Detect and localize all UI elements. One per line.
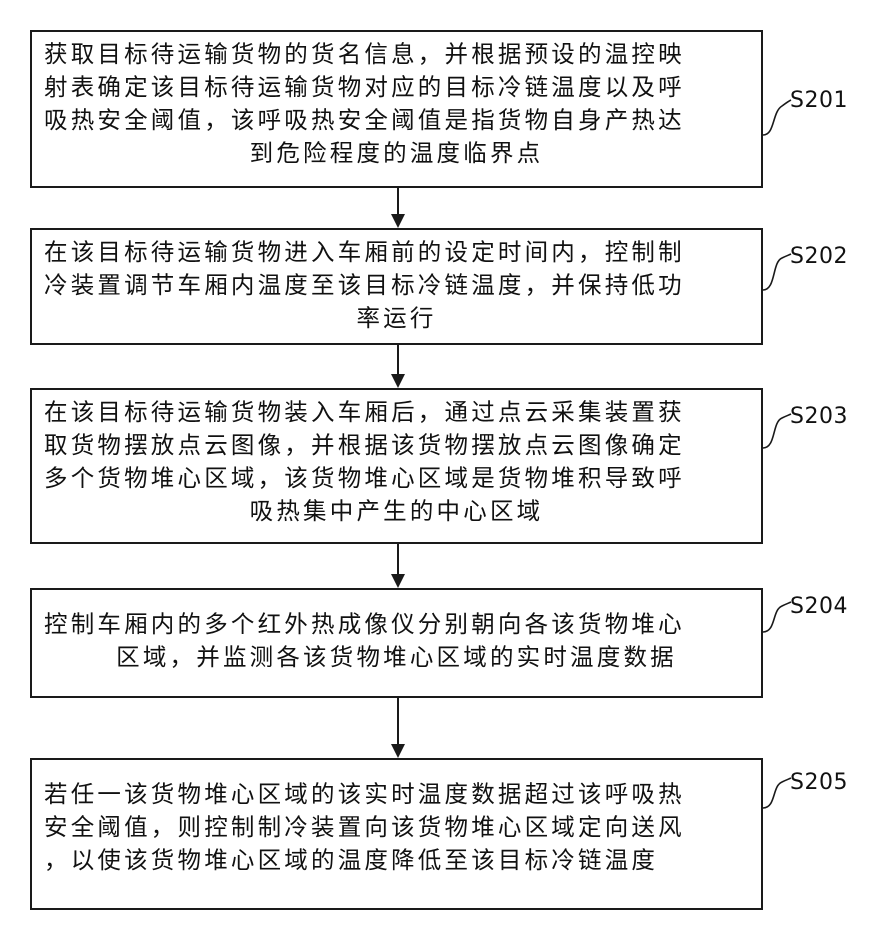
step-text-line: 控制车厢内的多个红外热成像仪分别朝向各该货物堆心 [44,608,749,641]
step-label-s204: S204 [790,594,848,619]
step-label-s205: S205 [790,770,848,795]
step-box-s201: 获取目标待运输货物的货名信息，并根据预设的温控映 射表确定该目标待运输货物对应的… [30,30,763,188]
step-box-s204: 控制车厢内的多个红外热成像仪分别朝向各该货物堆心 区域，并监测各该货物堆心区域的… [30,588,763,698]
step-text-line: 射表确定该目标待运输货物对应的目标冷链温度以及呼 [44,71,749,104]
step-text-line: 获取目标待运输货物的货名信息，并根据预设的温控映 [44,38,749,71]
step-box-s205: 若任一该货物堆心区域的该实时温度数据超过该呼吸热 安全阈值，则控制制冷装置向该货… [30,758,763,910]
step-text-line: ，以使该货物堆心区域的温度降低至该目标冷链温度 [44,844,749,877]
step-text-line: 在该目标待运输货物进入车厢前的设定时间内，控制制 [44,236,749,269]
leader-curve-s202 [763,254,791,290]
step-label-s201: S201 [790,88,848,113]
step-text-line: 取货物摆放点云图像，并根据该货物摆放点云图像确定 [44,429,749,462]
arrowhead-icon [391,374,405,388]
step-text-line: 在该目标待运输货物装入车厢后，通过点云采集装置获 [44,396,749,429]
leader-curve-s204 [763,602,791,632]
step-text-line: 若任一该货物堆心区域的该实时温度数据超过该呼吸热 [44,778,749,811]
step-text-line: 冷装置调节车厢内温度至该目标冷链温度，并保持低功 [44,269,749,302]
step-text-line: 吸热安全阈值，该呼吸热安全阈值是指货物自身产热达 [44,104,749,137]
arrowhead-icon [391,574,405,588]
arrowhead-icon [391,214,405,228]
leader-curve-s201 [763,100,791,135]
step-label-s203: S203 [790,404,848,429]
step-box-s202: 在该目标待运输货物进入车厢前的设定时间内，控制制 冷装置调节车厢内温度至该目标冷… [30,228,763,345]
step-text-line: 率运行 [44,302,749,335]
leader-curve-s203 [763,414,791,448]
step-text-line: 吸热集中产生的中心区域 [44,495,749,528]
step-text-line: 到危险程度的温度临界点 [44,137,749,170]
step-text-line: 安全阈值，则控制制冷装置向该货物堆心区域定向送风 [44,811,749,844]
step-box-s203: 在该目标待运输货物装入车厢后，通过点云采集装置获 取货物摆放点云图像，并根据该货… [30,388,763,544]
step-text-line: 区域，并监测各该货物堆心区域的实时温度数据 [44,641,749,674]
step-text-line: 多个货物堆心区域，该货物堆心区域是货物堆积导致呼 [44,462,749,495]
arrowhead-icon [391,744,405,758]
leader-curve-s205 [763,778,791,808]
step-label-s202: S202 [790,244,848,269]
